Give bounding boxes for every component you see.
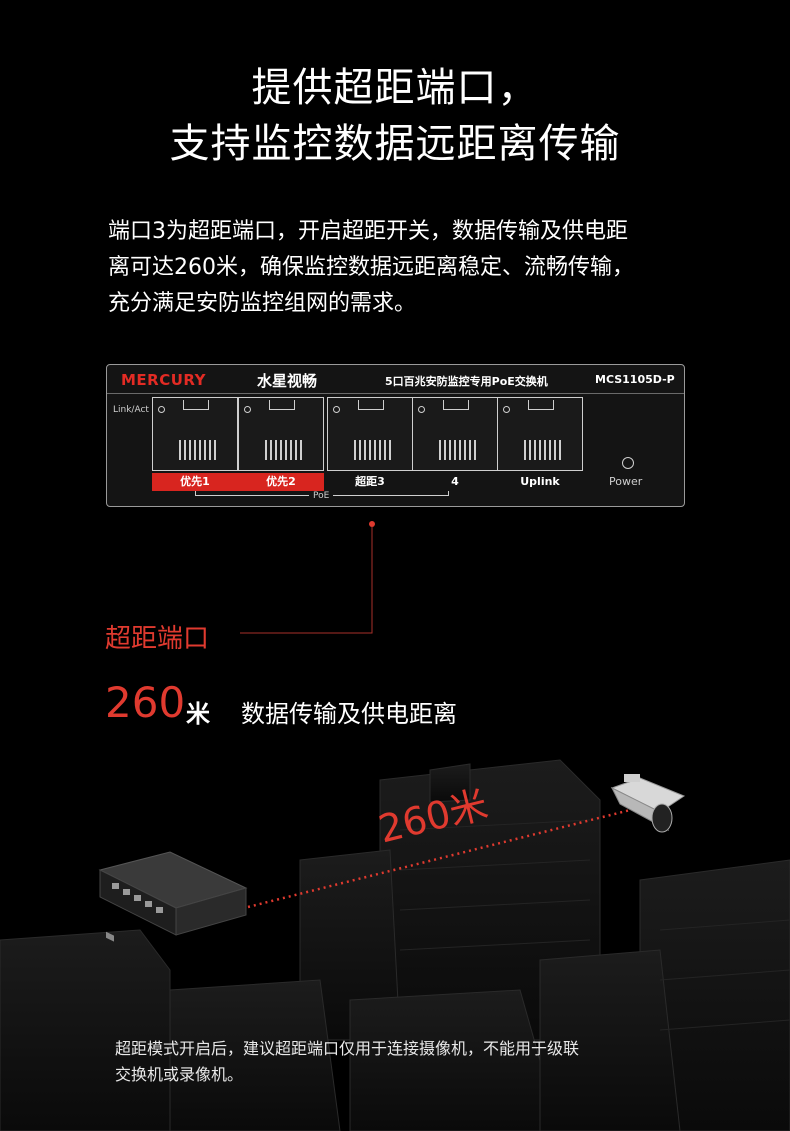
link-led-icon: [503, 406, 510, 413]
port-pins: [524, 440, 561, 460]
ethernet-port-4: [412, 397, 498, 471]
footnote-line-1: 超距模式开启后，建议超距端口仅用于连接摄像机，不能用于级联: [115, 1039, 580, 1058]
port-pins: [354, 440, 391, 460]
switch-front-ports: [112, 883, 163, 913]
port-notch: [358, 400, 384, 410]
headline-line-2: 支持监控数据远距离传输: [169, 121, 621, 167]
camera-device-icon: [610, 774, 686, 833]
callout-dot-icon: [369, 521, 375, 527]
distance-value: 260: [105, 678, 186, 727]
brand-logo: MERCURY: [121, 371, 207, 389]
footnote: 超距模式开启后，建议超距端口仅用于连接摄像机，不能用于级联 交换机或录像机。: [115, 1036, 579, 1088]
intro-paragraph: 端口3为超距端口，开启超距开关，数据传输及供电距 离可达260米，确保监控数据远…: [108, 214, 708, 322]
buildings: [0, 759, 790, 1131]
panel-divider: [107, 393, 684, 394]
port-notch: [443, 400, 469, 410]
footnote-line-2: 交换机或录像机。: [115, 1065, 244, 1084]
switch-description: 5口百兆安防监控专用PoE交换机: [385, 375, 548, 388]
intro-line-2: 离可达260米，确保监控数据远距离稳定、流畅传输，: [108, 255, 634, 280]
link-led-icon: [418, 406, 425, 413]
port-notch: [183, 400, 209, 410]
link-led-icon: [333, 406, 340, 413]
port-pins: [265, 440, 302, 460]
link-led-icon: [244, 406, 251, 413]
distance-description: 数据传输及供电距离: [241, 700, 457, 728]
port-label-uplink: Uplink: [520, 475, 560, 488]
switch-device-icon: [98, 851, 248, 942]
ethernet-port-1: [152, 397, 238, 471]
distance-unit: 米: [186, 700, 210, 728]
port-label-2: 优先2: [238, 473, 324, 491]
port-pins: [179, 440, 216, 460]
brand-cn-logo: 水星视畅: [257, 372, 318, 390]
link-act-label: Link/Act: [113, 405, 149, 415]
power-led-icon: [622, 457, 634, 469]
port-notch: [528, 400, 554, 410]
port-label-4: 4: [451, 475, 459, 488]
intro-line-1: 端口3为超距端口，开启超距开关，数据传输及供电距: [108, 219, 628, 244]
headline-line-1: 提供超距端口，: [251, 65, 539, 111]
switch-model: MCS1105D-P: [595, 373, 675, 386]
port-label-3: 超距3: [355, 475, 385, 488]
callout-label: 超距端口: [105, 624, 210, 654]
callout-line: [240, 527, 373, 634]
port-pins: [439, 440, 476, 460]
ethernet-port-uplink: [497, 397, 583, 471]
city-illustration: [0, 759, 790, 1131]
link-led-icon: [158, 406, 165, 413]
window-grid: [399, 819, 790, 1031]
switch-front-panel: MERCURY 水星视畅 5口百兆安防监控专用PoE交换机 MCS1105D-P…: [106, 364, 685, 507]
port-notch: [269, 400, 295, 410]
ethernet-port-3: [327, 397, 413, 471]
intro-line-3: 充分满足安防监控组网的需求。: [108, 291, 417, 316]
poe-label: PoE: [309, 491, 334, 501]
ethernet-port-2: [238, 397, 324, 471]
power-label: Power: [609, 475, 643, 488]
port-label-1: 优先1: [152, 473, 238, 491]
